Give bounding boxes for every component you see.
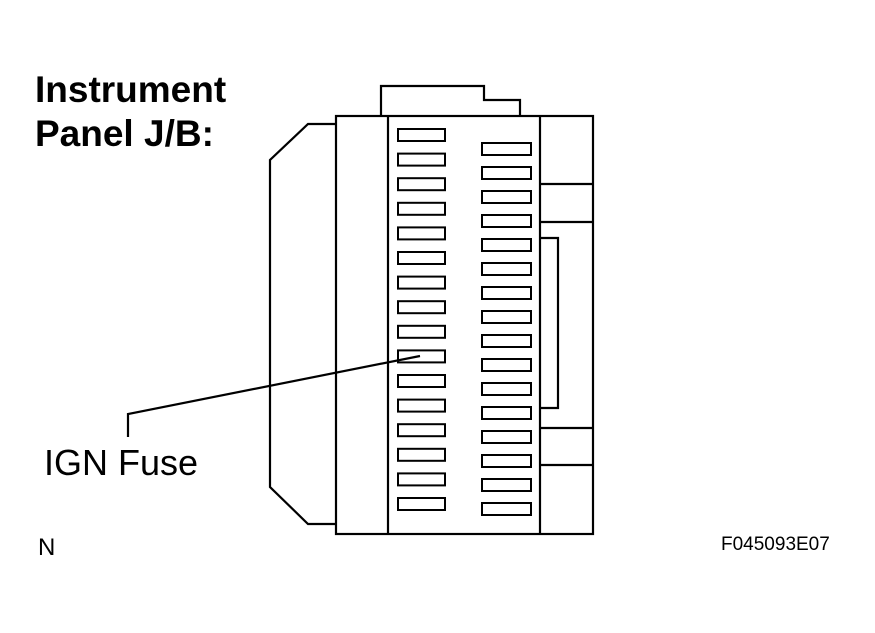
fuse-slot: [397, 177, 446, 192]
ign-fuse-slot: [397, 349, 446, 364]
fuse-slot: [397, 152, 446, 167]
page-title: Instrument Panel J/B:: [35, 68, 226, 156]
fuse-slot: [481, 502, 532, 516]
right-latch: [540, 236, 560, 410]
connector-left-shell: [268, 122, 336, 526]
fuse-slot: [397, 374, 446, 388]
figure-id: F045093E07: [721, 534, 830, 555]
fuse-slot: [481, 190, 532, 204]
fuse-slots-right-column: [481, 142, 532, 516]
fuse-slot: [397, 423, 446, 438]
fuse-slot: [481, 286, 532, 300]
fuse-slot: [397, 472, 446, 487]
fuse-slot: [397, 275, 446, 290]
fuse-slot: [481, 358, 532, 372]
ign-fuse-leader-line: [126, 354, 421, 437]
fuse-slot: [397, 398, 446, 413]
fuse-slot: [481, 142, 532, 156]
title-line-1: Instrument: [35, 69, 227, 110]
fuse-slot: [397, 226, 446, 241]
fuse-slot: [481, 454, 532, 468]
fuse-slot: [481, 382, 532, 396]
junction-block-body: [334, 114, 595, 536]
ign-fuse-label: IGN Fuse: [44, 442, 199, 483]
fuse-slot: [397, 128, 446, 142]
fuse-slot: [397, 497, 446, 511]
fuse-slot: [481, 406, 532, 420]
fuse-slots-left-column: [397, 128, 446, 511]
north-marker: N: [38, 534, 56, 561]
fuse-slot: [481, 334, 532, 348]
fuse-slot: [481, 430, 532, 444]
fuse-slot: [397, 324, 446, 339]
fuse-slot: [481, 478, 532, 492]
fuse-slot: [481, 238, 532, 252]
fuse-slot: [481, 310, 532, 324]
fuse-slot: [397, 447, 446, 462]
fuse-slot: [397, 251, 446, 265]
fuse-slot: [481, 262, 532, 276]
fuse-slot: [481, 214, 532, 228]
fuse-slot: [481, 166, 532, 180]
fuse-slot: [397, 201, 446, 216]
fuse-slot: [397, 300, 446, 315]
top-tab: [379, 84, 522, 116]
title-line-2: Panel J/B:: [35, 113, 214, 154]
